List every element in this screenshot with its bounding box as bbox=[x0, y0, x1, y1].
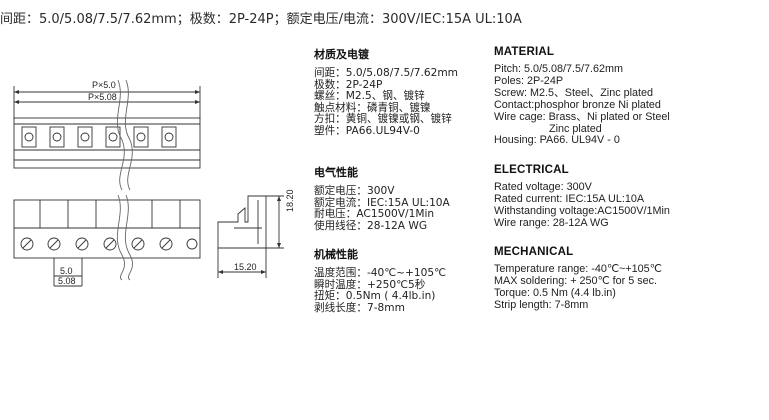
en-material-line: Zinc plated bbox=[549, 122, 602, 135]
cn-material-title: 材质及电镀 bbox=[314, 48, 369, 61]
en-electrical-section: ELECTRICAL Rated voltage: 300V Rated cur… bbox=[494, 164, 670, 230]
en-material-section: MATERIAL Pitch: 5.0/5.08/7.5/7.62mm Pole… bbox=[494, 46, 670, 147]
en-mechanical-line: Temperature range: -40℃~+105℃ bbox=[494, 263, 662, 275]
height-label: 18.20 bbox=[285, 189, 295, 212]
front-view-ribs bbox=[39, 200, 181, 228]
en-material-title: MATERIAL bbox=[494, 46, 555, 58]
cn-material-line: 方扣：黄铜、镀镍或钢、镀锌 bbox=[314, 113, 452, 126]
en-material-line: Pitch: 5.0/5.08/7.5/7.62mm bbox=[494, 63, 624, 75]
width-label: 15.20 bbox=[234, 262, 257, 272]
top-view-contacts bbox=[21, 126, 177, 148]
cn-electrical-section: 电气性能 额定电压：300V 额定电流：IEC:15A UL:10A 耐电压：A… bbox=[314, 164, 450, 232]
en-mechanical-line: Strip length: 7-8mm bbox=[494, 298, 589, 311]
cn-mechanical-title: 机械性能 bbox=[314, 248, 358, 261]
front-view-screws bbox=[20, 237, 198, 251]
en-electrical-title: ELECTRICAL bbox=[494, 164, 569, 176]
en-mechanical-line: Torque: 0.5 Nm (4.4 lb.in) bbox=[494, 286, 616, 299]
en-material-line: Contact:phosphor bronze Ni plated bbox=[494, 98, 661, 111]
dim-label-5-08: 5.08 bbox=[58, 276, 76, 286]
cn-electrical-title: 电气性能 bbox=[314, 166, 358, 179]
cn-material-line: 极数：2P-24P bbox=[314, 78, 383, 91]
side-view-profile bbox=[217, 195, 267, 249]
en-mechanical-section: MECHANICAL Temperature range: -40℃~+105℃… bbox=[494, 246, 662, 312]
cn-mechanical-section: 机械性能 温度范围：-40℃~+105℃ 瞬时温度：+250℃5秒 扭矩：0.5… bbox=[314, 246, 446, 314]
cn-material-section: 材质及电镀 间距：5.0/5.08/7.5/7.62mm 极数：2P-24P 螺… bbox=[314, 46, 458, 138]
cn-material-line: 塑件：PA66.UL94V-0 bbox=[314, 124, 420, 137]
en-material-line: Wire cage: Brass、Ni plated or Steel bbox=[494, 110, 670, 123]
cn-material-line: 触点材料：磷青铜、镀镍 bbox=[314, 101, 431, 114]
cn-mechanical-line: 扭矩：0.5Nm ( 4.4lb.in) bbox=[314, 290, 436, 303]
cn-mechanical-line: 瞬时温度：+250℃5秒 bbox=[314, 278, 426, 291]
cn-material-line: 螺丝：M2.5、钢、镀锌 bbox=[314, 90, 425, 103]
en-material-line: Housing: PA66. UL94V - 0 bbox=[494, 134, 620, 147]
pitch-label-5-08: P×5.08 bbox=[88, 92, 117, 102]
cn-electrical-line: 使用线径：28-12A WG bbox=[314, 219, 428, 232]
en-electrical-line: Withstanding voltage:AC1500V/1Min bbox=[494, 204, 670, 217]
cn-mechanical-line: 温度范围：-40℃~+105℃ bbox=[314, 267, 447, 279]
spec-header: 间距：5.0/5.08/7.5/7.62mm；极数：2P-24P；额定电压/电流… bbox=[0, 12, 522, 27]
en-electrical-line: Wire range: 28-12A WG bbox=[494, 216, 609, 229]
cn-mechanical-line: 剥线长度：7-8mm bbox=[314, 301, 405, 314]
dim-label-5-0: 5.0 bbox=[60, 266, 73, 276]
en-electrical-line: Rated voltage: 300V bbox=[494, 181, 592, 193]
cn-electrical-line: 额定电压：300V bbox=[314, 185, 395, 197]
pitch-label-5-0: P×5.0 bbox=[92, 80, 116, 90]
en-material-line: Screw: M2.5、Steel、Zinc plated bbox=[494, 86, 654, 99]
en-electrical-line: Rated current: IEC:15A UL:10A bbox=[494, 192, 645, 205]
cn-material-line: 间距：5.0/5.08/7.5/7.62mm bbox=[314, 67, 458, 79]
cn-electrical-line: 耐电压：AC1500V/1Min bbox=[314, 208, 435, 221]
en-mechanical-title: MECHANICAL bbox=[494, 246, 574, 258]
en-material-line: Poles: 2P-24P bbox=[494, 74, 564, 87]
cn-electrical-line: 额定电流：IEC:15A UL:10A bbox=[314, 196, 450, 209]
front-view-body bbox=[13, 199, 201, 259]
en-mechanical-line: MAX soldering: + 250℃ for 5 sec. bbox=[494, 274, 658, 287]
